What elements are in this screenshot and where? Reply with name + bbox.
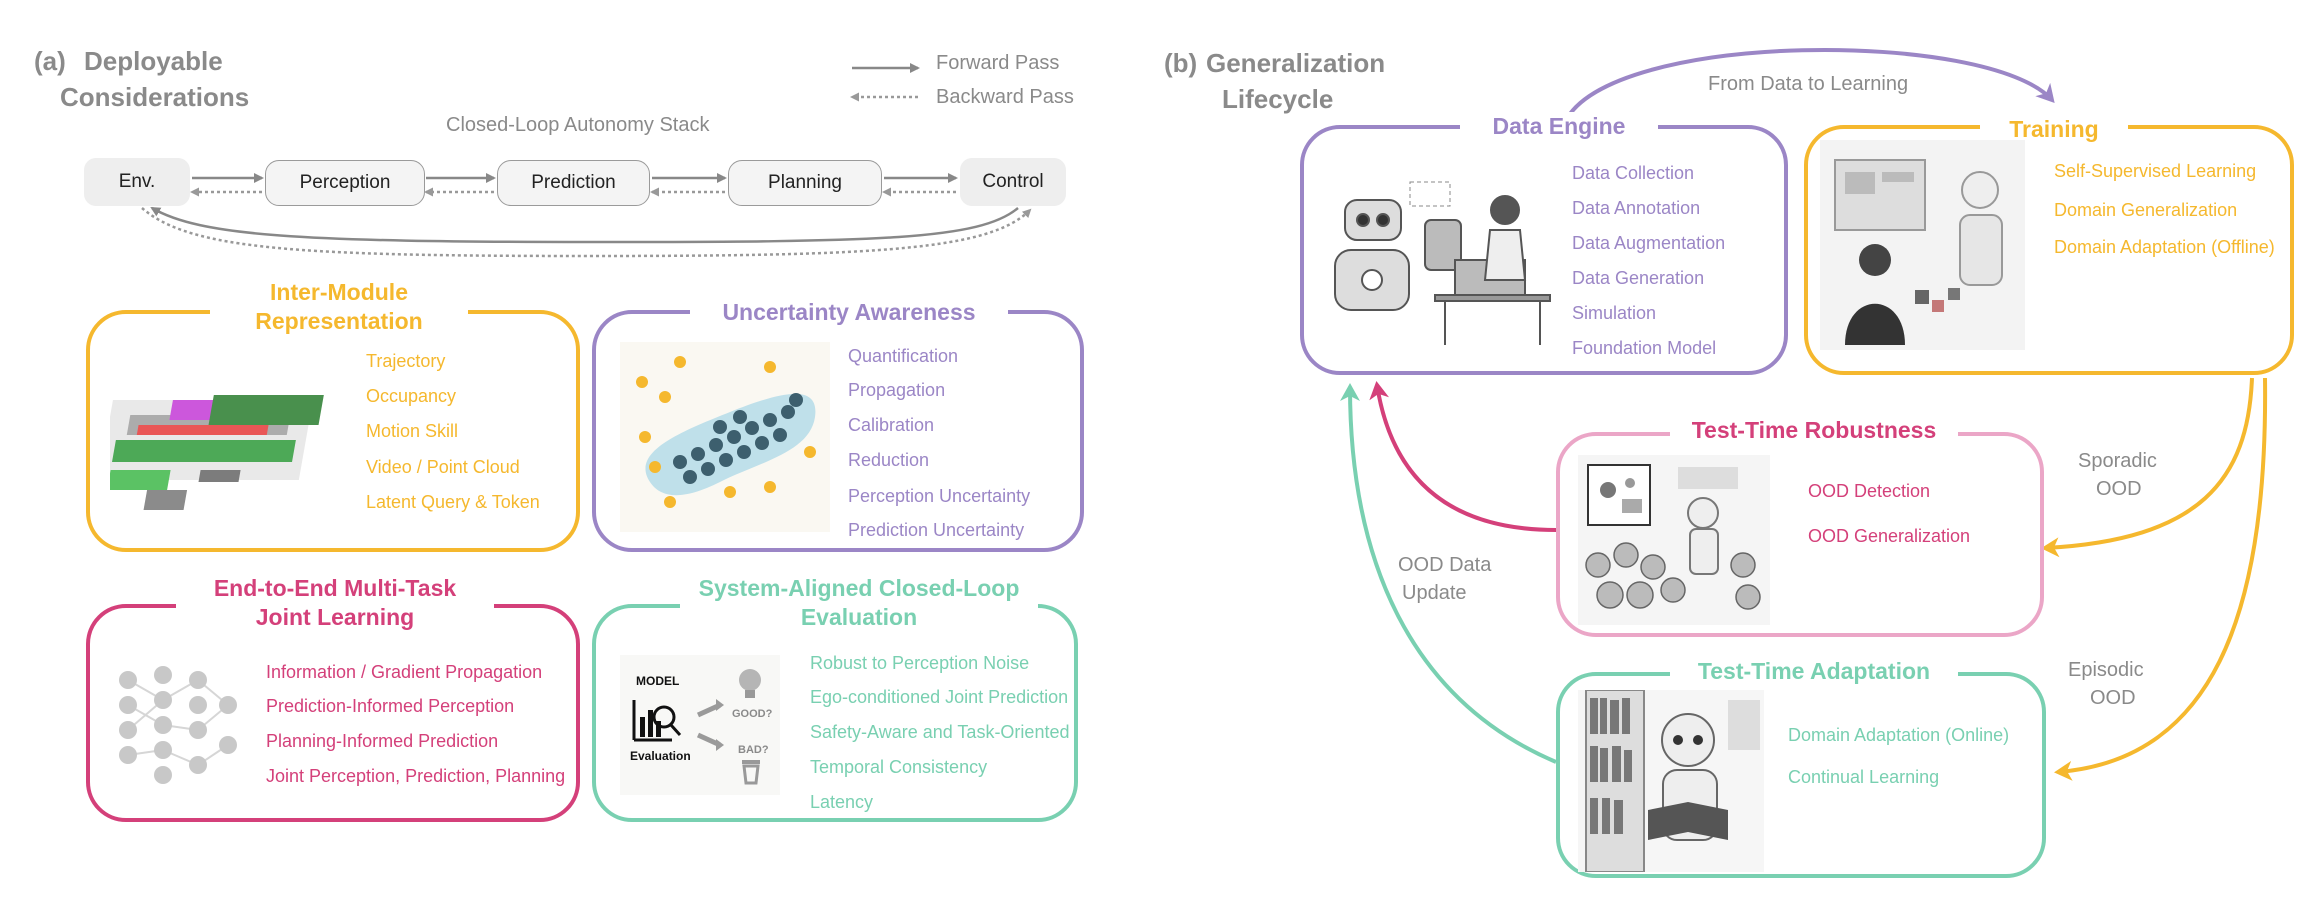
stack-title: Closed-Loop Autonomy Stack (446, 114, 710, 136)
panel-a-title-line1: Deployable (84, 46, 223, 76)
data-engine-item-6: Foundation Model (1572, 338, 1717, 358)
uncertainty-item-3: Calibration (848, 415, 935, 435)
data-engine-item-2: Data Annotation (1572, 198, 1701, 218)
data-to-learning-arc (1563, 47, 2055, 123)
data-engine-item-1: Data Collection (1572, 163, 1695, 183)
arc-label-data-to-learning: From Data to Learning (1708, 73, 1909, 95)
eval-model-text: MODEL (636, 674, 679, 688)
data-engine-item-5: Simulation (1572, 303, 1657, 323)
e2e-item-4: Joint Perception, Prediction, Planning (266, 766, 566, 786)
control-to-env-arc (150, 206, 1019, 244)
panel-b-label: (b) (1164, 48, 1198, 78)
robustness-item-2: OOD Generalization (1808, 526, 1971, 546)
inter-module-item-5: Latent Query & Token (366, 492, 540, 512)
episodic-label-line1: Episodic (2068, 659, 2144, 681)
closed-loop-item-5: Latency (810, 792, 874, 812)
inter-module-item-3: Motion Skill (366, 421, 459, 441)
inter-module-title-line2: Representation (255, 307, 423, 334)
episodic-label-line2: OOD (2090, 687, 2136, 709)
inter-module-title: Inter-Module Representation (210, 278, 468, 336)
legend-backward-label: Backward Pass (936, 86, 1074, 108)
node-control: Control (960, 158, 1066, 206)
panel-b-title-line1: Generalization (1206, 48, 1386, 78)
e2e-item-3: Planning-Informed Prediction (266, 731, 499, 751)
closed-loop-title-line1: System-Aligned Closed-Loop (698, 575, 1020, 601)
uncertainty-item-6: Prediction Uncertainty (848, 520, 1025, 540)
training-item-1: Self-Supervised Learning (2054, 161, 2257, 181)
panel-b-title-line2: Lifecycle (1222, 84, 1334, 114)
neural-network-illustration (119, 666, 237, 784)
e2e-title-line1: End-to-End Multi-Task (213, 575, 457, 601)
inter-module-title-line1: Inter-Module (270, 279, 408, 305)
node-prediction: Prediction (497, 160, 650, 206)
training-title: Training (1980, 115, 2128, 144)
data-engine-item-3: Data Augmentation (1572, 233, 1726, 253)
ood-update-label-line1: OOD Data (1398, 554, 1492, 576)
data-engine-item-4: Data Generation (1572, 268, 1705, 288)
eval-good-text: GOOD? (732, 708, 773, 720)
training-item-3: Domain Adaptation (Offline) (2054, 237, 2275, 257)
uncertainty-item-4: Reduction (848, 450, 930, 470)
e2e-item-2: Prediction-Informed Perception (266, 696, 515, 716)
adaptation-item-2: Continual Learning (1788, 767, 1940, 787)
closed-loop-item-4: Temporal Consistency (810, 757, 988, 777)
inter-module-item-4: Video / Point Cloud (366, 457, 520, 477)
sporadic-label-line2: OOD (2096, 478, 2142, 500)
robustness-illustration (1578, 455, 1770, 625)
sporadic-ood-arrow (2041, 377, 2254, 558)
inter-module-item-1: Trajectory (366, 351, 446, 371)
model-evaluation-illustration: MODEL Evaluation GOOD? BAD? (620, 655, 780, 795)
closed-loop-item-3: Safety-Aware and Task-Oriented (810, 722, 1070, 742)
data-engine-illustration (1334, 181, 1551, 345)
env-to-control-backward-arc (141, 207, 1032, 258)
e2e-box (86, 604, 580, 822)
episodic-ood-arrow (2054, 377, 2268, 781)
robustness-title: Test-Time Robustness (1670, 416, 1958, 445)
data-engine-title: Data Engine (1460, 112, 1658, 141)
data-engine-box (1300, 125, 1788, 375)
training-item-2: Domain Generalization (2054, 200, 2238, 220)
eval-evaluation-text: Evaluation (630, 749, 691, 763)
uncertainty-item-2: Propagation (848, 380, 946, 400)
closed-loop-title: System-Aligned Closed-Loop Evaluation (680, 574, 1038, 632)
closed-loop-item-2: Ego-conditioned Joint Prediction (810, 687, 1069, 707)
point-cloud-illustration (110, 395, 324, 510)
adaptation-illustration (1578, 690, 1764, 872)
closed-loop-title-line2: Evaluation (800, 603, 918, 630)
uncertainty-item-5: Perception Uncertainty (848, 486, 1031, 506)
node-planning: Planning (728, 160, 882, 206)
robustness-to-data-engine-arrow (1369, 381, 1557, 532)
inter-module-item-2: Occupancy (366, 386, 457, 406)
robustness-item-1: OOD Detection (1808, 481, 1931, 501)
adaptation-title: Test-Time Adaptation (1670, 657, 1958, 686)
ood-data-update-arrow (1340, 383, 1557, 764)
legend-forward-label: Forward Pass (936, 52, 1060, 74)
uncertainty-scatter-illustration (620, 342, 830, 532)
e2e-title: End-to-End Multi-Task Joint Learning (176, 574, 494, 632)
uncertainty-title: Uncertainty Awareness (690, 298, 1008, 327)
node-env: Env. (84, 158, 190, 206)
sporadic-label-line1: Sporadic (2078, 450, 2157, 472)
eval-bad-text: BAD? (738, 744, 769, 756)
uncertainty-item-1: Quantification (848, 346, 959, 366)
node-perception: Perception (265, 160, 425, 206)
panel-a-title-line2: Considerations (60, 82, 250, 112)
ood-update-label-line2: Update (1402, 582, 1467, 604)
closed-loop-item-1: Robust to Perception Noise (810, 653, 1030, 673)
e2e-title-line2: Joint Learning (255, 603, 415, 630)
training-illustration (1820, 140, 2025, 350)
adaptation-item-1: Domain Adaptation (Online) (1788, 725, 2010, 745)
e2e-item-1: Information / Gradient Propagation (266, 662, 543, 682)
panel-a-label: (a) (34, 46, 66, 76)
